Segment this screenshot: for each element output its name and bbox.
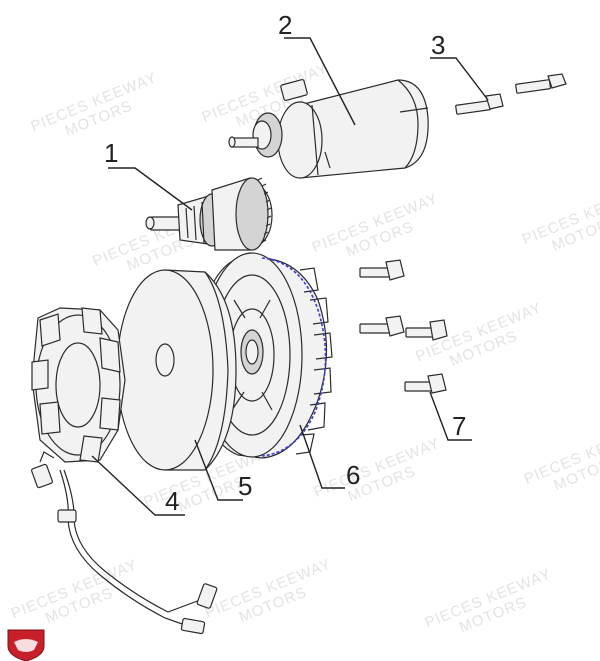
leader-lines — [91, 37, 489, 516]
bolt-right-lower — [404, 373, 447, 394]
brand-logo — [7, 629, 45, 661]
callout-labels: 1 2 3 4 5 6 7 — [104, 10, 466, 516]
starter-motor — [228, 79, 429, 179]
bolt-long-top — [515, 73, 567, 94]
stator-coil — [31, 307, 126, 463]
callout-2: 2 — [278, 10, 292, 40]
bolt-right-upper — [359, 259, 405, 281]
callout-6: 6 — [346, 460, 360, 490]
wire-harness — [31, 451, 218, 635]
callout-7: 7 — [452, 411, 466, 441]
bolt-right-mid-a — [359, 315, 405, 337]
bolt-right-mid-b — [405, 319, 448, 341]
callout-5: 5 — [238, 471, 252, 501]
callout-3: 3 — [431, 30, 445, 60]
flywheel-drum — [116, 269, 237, 471]
bolt-mid-top — [455, 93, 504, 115]
starter-drive-gear — [145, 177, 273, 251]
callout-1: 1 — [104, 138, 118, 168]
callout-4: 4 — [165, 486, 179, 516]
